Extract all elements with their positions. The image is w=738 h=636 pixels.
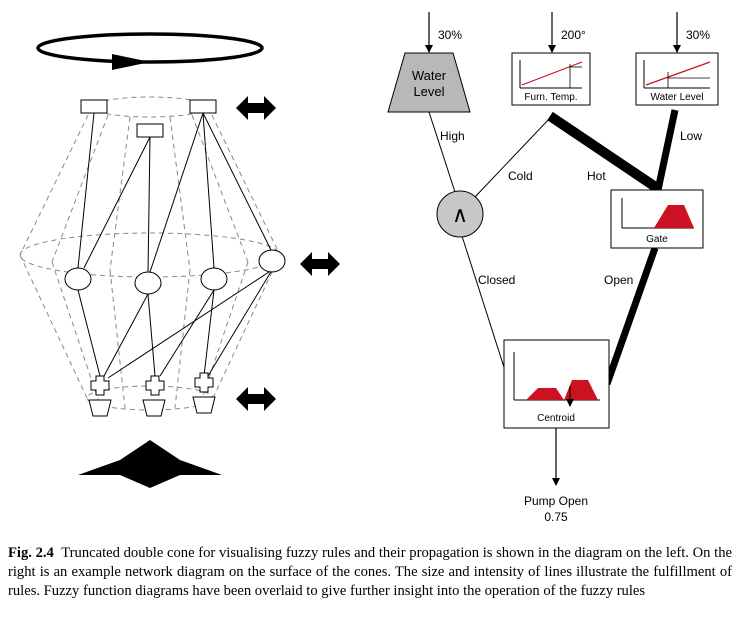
gate-node: Gate xyxy=(610,189,704,249)
double-arrow-icon xyxy=(236,96,340,411)
fuzzy-network: 30% 200° 30% Water Level Furn. Temp. xyxy=(387,12,719,524)
water-level-node: Water Level xyxy=(387,52,471,113)
edge-label-open: Open xyxy=(604,273,633,287)
rotation-arrow-icon xyxy=(36,32,264,70)
edge-label-closed: Closed xyxy=(478,273,515,287)
caption-text: Truncated double cone for visualising fu… xyxy=(8,545,732,599)
figure-caption: Fig. 2.4 Truncated double cone for visua… xyxy=(8,544,732,601)
edge-label-high: High xyxy=(440,129,465,143)
caption-label: Fig. 2.4 xyxy=(8,545,54,561)
downward-arrow-icon xyxy=(78,440,222,488)
furn-temp-label: Furn. Temp. xyxy=(524,92,577,103)
and-operator-symbol: ∧ xyxy=(452,203,468,228)
centroid-label: Centroid xyxy=(537,413,575,424)
rule-node xyxy=(64,249,286,295)
edge-label-low: Low xyxy=(680,129,702,143)
water-level-label-line2: Level xyxy=(413,84,444,99)
and-operator-node: ∧ xyxy=(436,190,484,238)
edge-label-cold: Cold xyxy=(508,169,533,183)
input-node xyxy=(80,99,217,138)
output-label: Pump Open xyxy=(524,494,588,508)
water-level-input-value: 30% xyxy=(438,28,462,42)
output-node xyxy=(88,372,216,417)
water-level2-label: Water Level xyxy=(651,92,704,103)
water-level-label-line1: Water xyxy=(412,68,447,83)
edge-label-hot: Hot xyxy=(587,169,606,183)
rule-links xyxy=(77,112,273,379)
water-level2-input-value: 30% xyxy=(686,28,710,42)
network-edges xyxy=(428,109,679,387)
water-level2-node: Water Level xyxy=(635,52,719,106)
furn-temp-node: Furn. Temp. xyxy=(511,52,591,106)
double-cone-diagram xyxy=(19,32,340,488)
centroid-node: Centroid xyxy=(503,339,610,429)
output-value: 0.75 xyxy=(544,510,568,524)
furn-temp-input-value: 200° xyxy=(561,28,586,42)
figure-canvas: 30% 200° 30% Water Level Furn. Temp. xyxy=(19,12,719,524)
input-arrows xyxy=(425,12,681,53)
gate-label: Gate xyxy=(646,234,668,245)
